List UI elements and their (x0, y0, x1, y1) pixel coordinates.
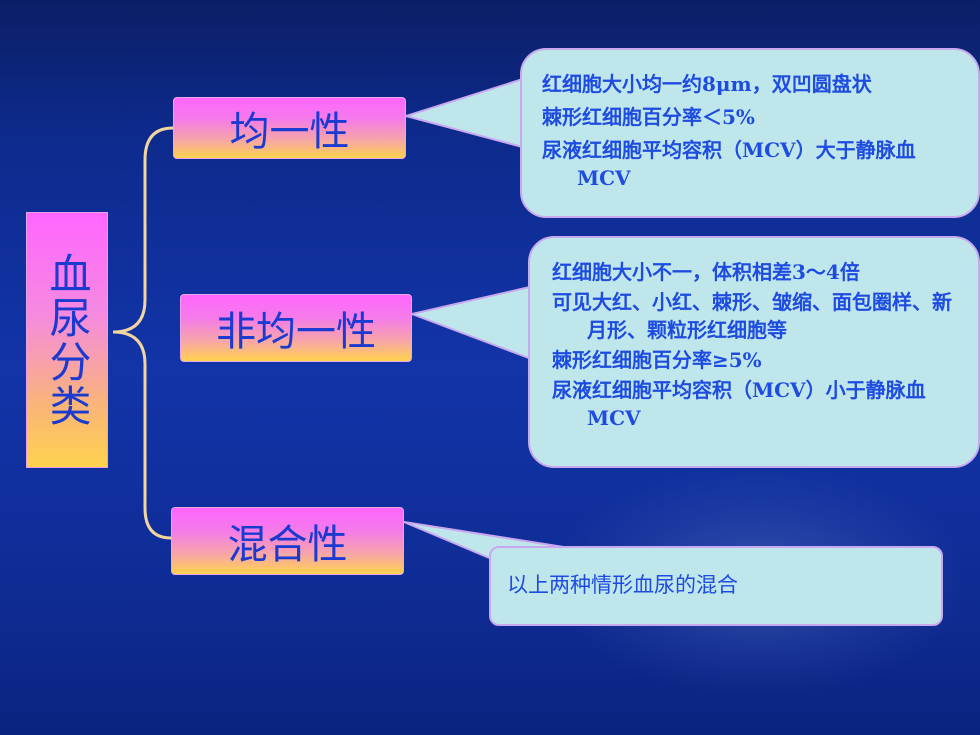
root-box: 血尿分类 (26, 212, 108, 468)
callout-uniform: 红细胞大小均一约8μm，双凹圆盘状 棘形红细胞百分率＜5% 尿液红细胞平均容积（… (520, 48, 980, 218)
callout-pointer-1 (406, 78, 526, 148)
callout-line: 尿液红细胞平均容积（MCV）大于静脉血MCV (542, 138, 916, 190)
callout-line: 尿液红细胞平均容积（MCV）小于静脉血MCV (552, 378, 926, 430)
callout-pointer-2 (412, 286, 534, 360)
node-non-uniform: 非均一性 (180, 294, 412, 362)
callout-non-uniform: 红细胞大小不一，体积相差3～4倍 可见大红、小红、棘形、皱缩、面包圈样、新月形、… (528, 236, 980, 468)
node-label: 混合性 (227, 522, 348, 568)
node-uniform: 均一性 (173, 97, 406, 159)
node-label: 非均一性 (216, 309, 376, 355)
callout-line: 红细胞大小均一约8μm，双凹圆盘状 (542, 72, 872, 96)
node-label: 均一性 (229, 109, 350, 155)
callout-mixed: 以上两种情形血尿的混合 (489, 546, 943, 626)
root-label: 血尿分类 (43, 252, 92, 428)
callout-line: 以上两种情形血尿的混合 (507, 573, 738, 597)
callout-line: 棘形红细胞百分率＜5% (542, 105, 755, 129)
node-mixed: 混合性 (171, 507, 404, 575)
callout-line: 棘形红细胞百分率≥5% (552, 348, 762, 372)
callout-line: 可见大红、小红、棘形、皱缩、面包圈样、新月形、颗粒形红细胞等 (552, 290, 952, 342)
callout-line: 红细胞大小不一，体积相差3～4倍 (552, 260, 860, 284)
brace-connector (112, 126, 174, 540)
